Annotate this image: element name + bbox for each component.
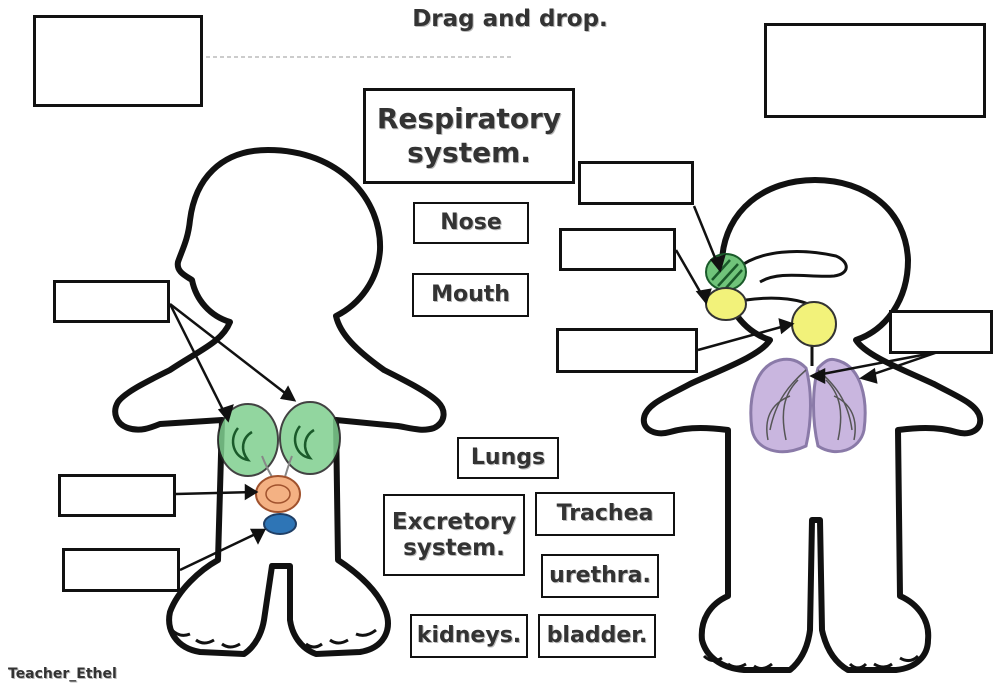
title-drop-box-right[interactable] — [764, 23, 986, 118]
drop-box-mouth[interactable] — [559, 228, 676, 271]
drop-box-kidneys[interactable] — [53, 280, 170, 323]
word-tile-nose[interactable]: Nose — [413, 202, 529, 244]
word-tile-kidneys[interactable]: kidneys. — [410, 614, 528, 658]
lungs-organ — [749, 357, 867, 454]
left-arrows — [168, 303, 297, 572]
title-drop-box-left[interactable] — [33, 15, 203, 107]
respiratory-title-line1: Respiratory — [376, 102, 562, 136]
urethra-organ — [263, 513, 297, 535]
right-body-outline — [640, 177, 984, 673]
excretory-title-line1: Excretory — [391, 508, 517, 535]
left-body-outline — [112, 147, 447, 657]
drop-box-trachea[interactable] — [556, 328, 698, 373]
right-arrows — [674, 205, 939, 385]
instruction-text: Drag and drop. — [412, 6, 608, 32]
kidney-right — [279, 401, 341, 475]
drop-box-urethra[interactable] — [62, 548, 180, 592]
respiratory-system-tile[interactable]: Respiratory system. — [363, 88, 575, 184]
credit-text: Teacher_Ethel — [8, 666, 117, 682]
respiratory-title-line2: system. — [407, 136, 531, 169]
word-tile-trachea[interactable]: Trachea — [535, 492, 675, 536]
right-feet-details — [702, 654, 920, 671]
excretory-system-tile[interactable]: Excretory system. — [383, 494, 525, 576]
drop-box-lungs[interactable] — [889, 310, 993, 354]
trachea-organ — [791, 301, 837, 347]
left-feet-details — [170, 628, 377, 649]
bladder-organ — [255, 475, 301, 513]
drop-box-nose[interactable] — [578, 161, 694, 205]
excretory-title-line2: system. — [403, 535, 505, 561]
word-tile-mouth[interactable]: Mouth — [412, 273, 529, 317]
word-tile-bladder[interactable]: bladder. — [538, 614, 656, 658]
mouth-organ — [705, 287, 747, 321]
word-tile-lungs[interactable]: Lungs — [457, 437, 559, 479]
drop-box-bladder[interactable] — [58, 474, 176, 517]
word-tile-urethra[interactable]: urethra. — [541, 554, 659, 598]
